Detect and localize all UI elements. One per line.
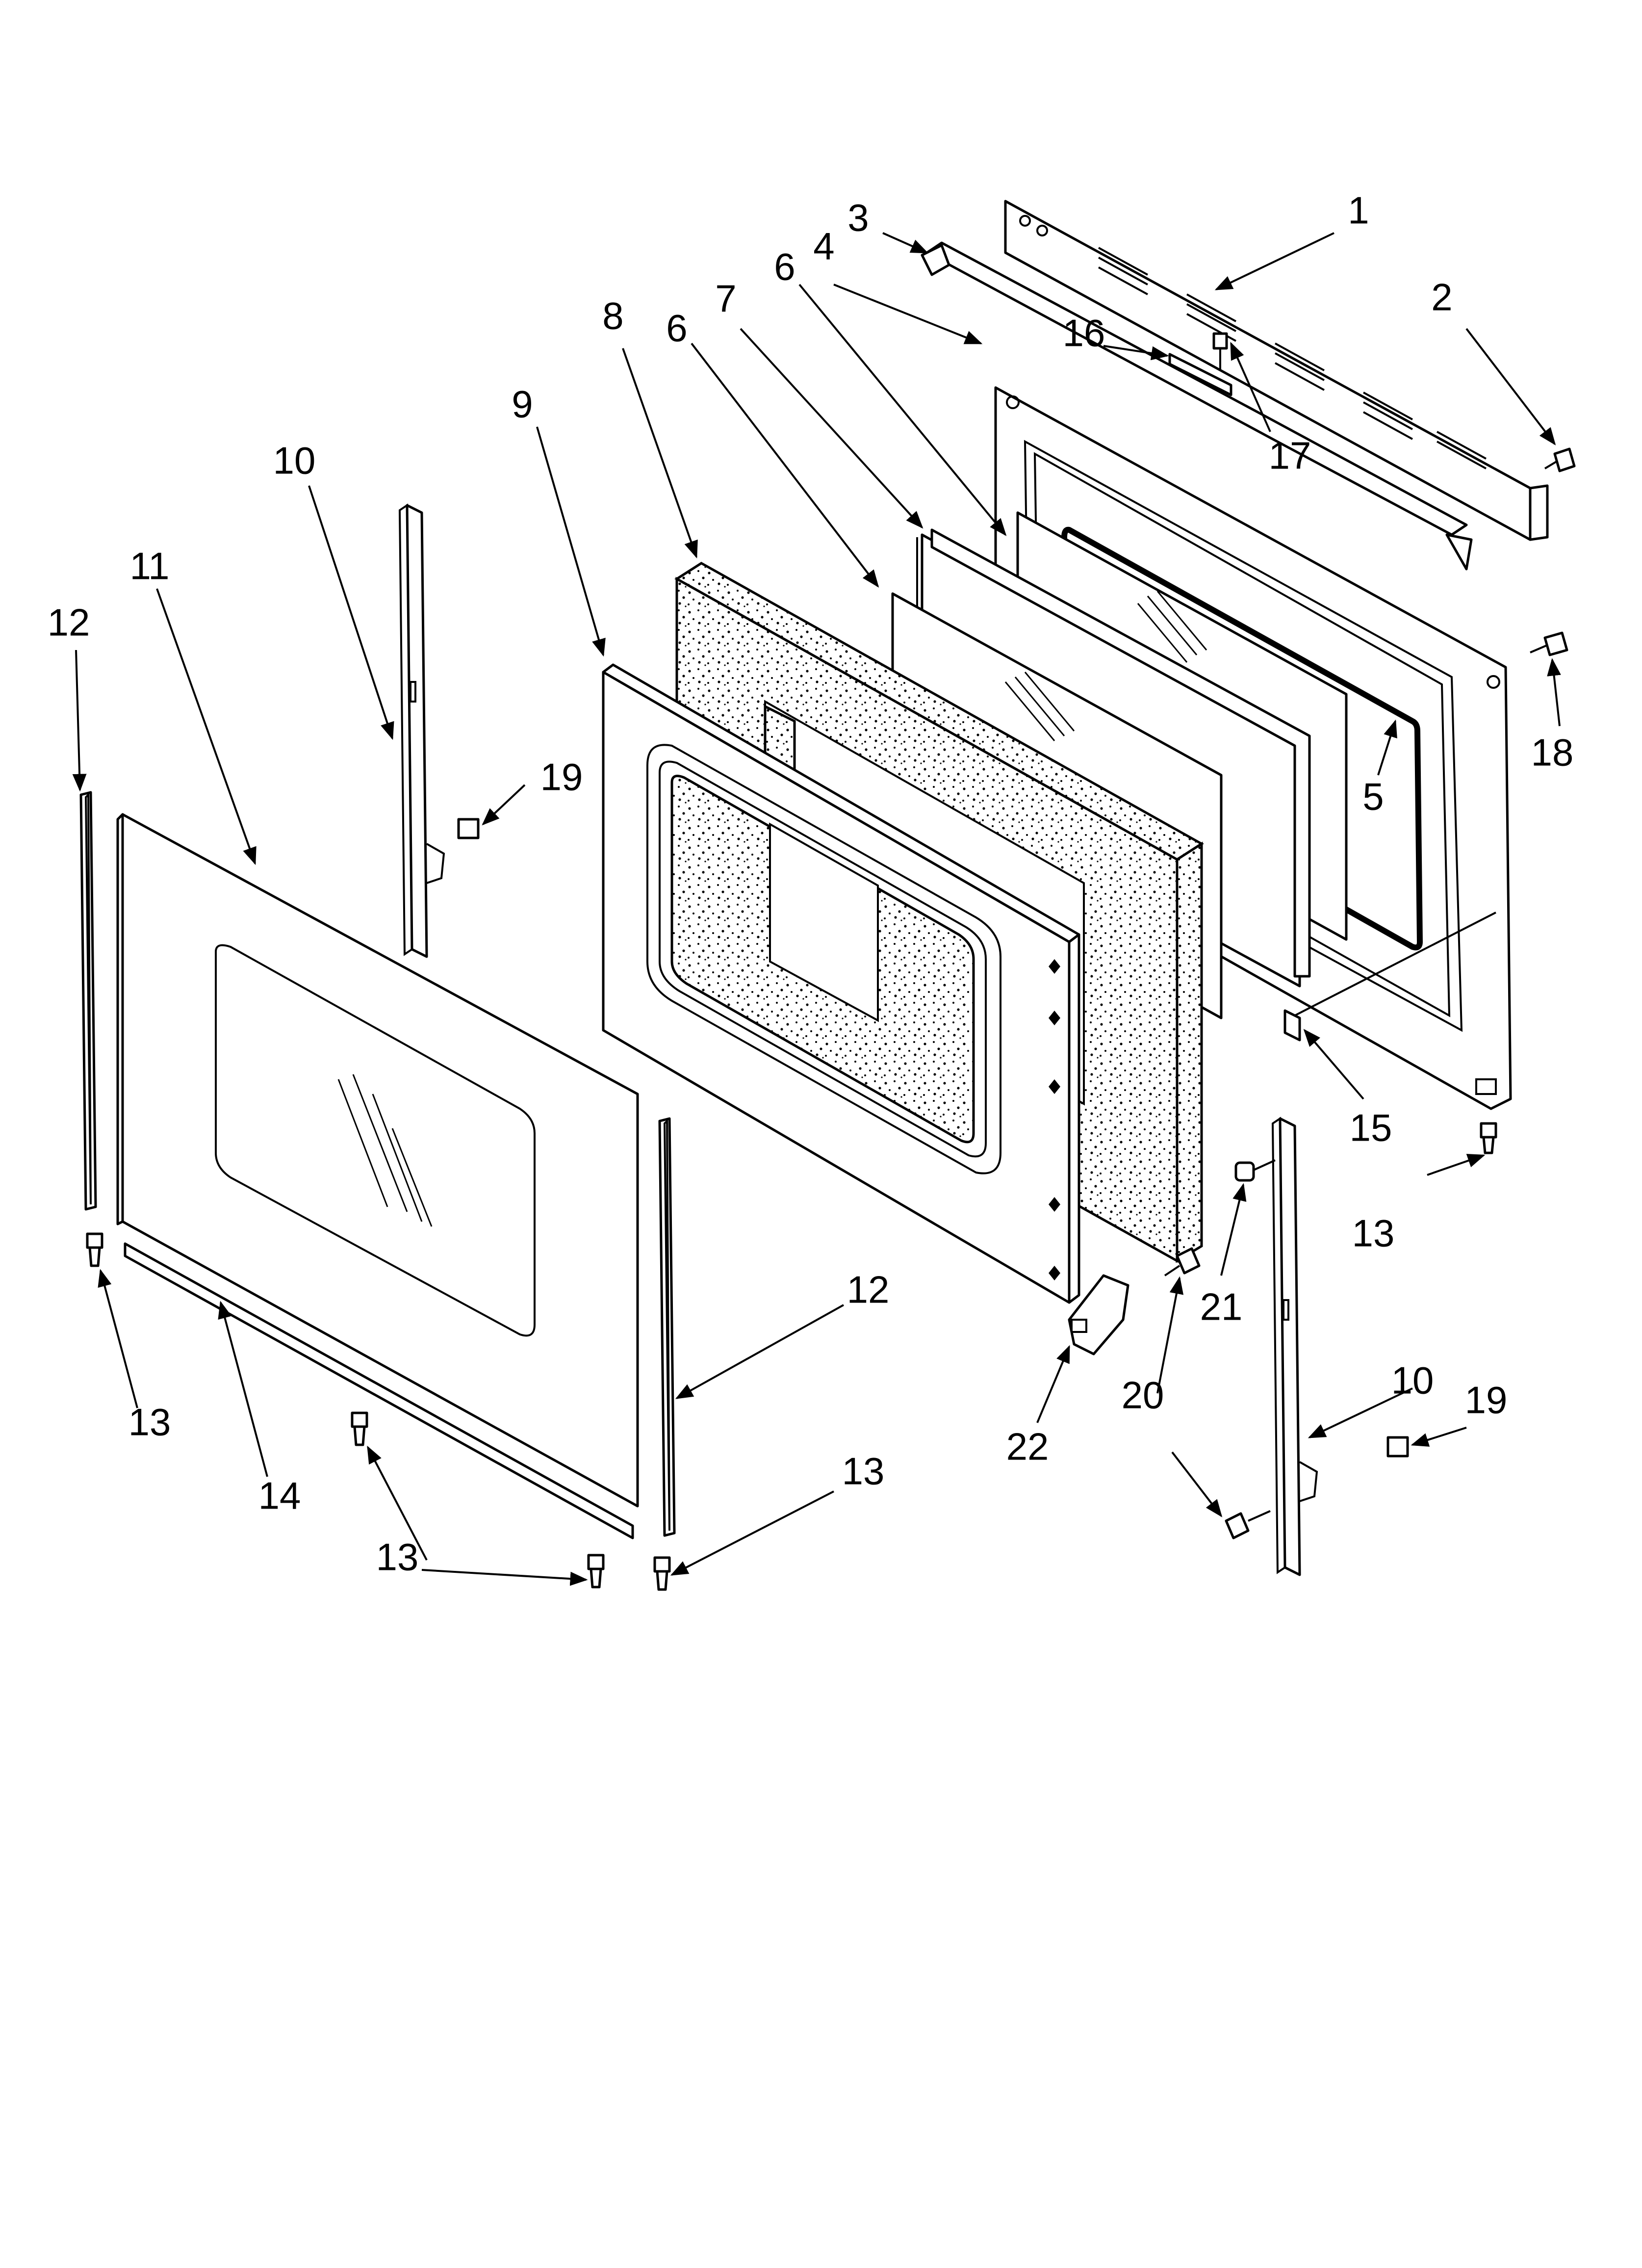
label-part-12-left: 12 (48, 601, 90, 644)
screw-part-19-left (457, 818, 480, 839)
label-part-1: 1 (1348, 189, 1369, 232)
screw-part-19-right (1386, 1436, 1409, 1458)
label-part-6-lower: 6 (666, 307, 687, 350)
door-hinge-left-part (398, 503, 445, 958)
label-part-17: 17 (1269, 434, 1311, 477)
bracket-screw-part (1212, 332, 1228, 370)
screw-part-13-left (86, 1232, 103, 1267)
label-part-10-right: 10 (1391, 1359, 1434, 1402)
label-part-11: 11 (130, 545, 170, 588)
label-part-18: 18 (1531, 731, 1574, 774)
glass-clip-part (1283, 912, 1496, 1042)
label-part-8: 8 (602, 294, 623, 338)
screw-part-13-bottom (351, 1411, 368, 1446)
label-part-19-right: 19 (1465, 1379, 1508, 1422)
label-part-5: 5 (1362, 775, 1384, 818)
part-number-labels: 1 2 3 4 5 6 6 7 8 9 10 10 11 12 12 13 13… (48, 189, 1574, 1579)
label-part-13-lower-right: 13 (842, 1450, 885, 1493)
label-part-2: 2 (1431, 276, 1452, 319)
screw-part-13-lower-right (653, 1556, 671, 1591)
screw-part-20-lower (1225, 1510, 1271, 1539)
screw-part-13-lower-mid (587, 1554, 605, 1589)
door-gasket-part (1061, 526, 1423, 951)
label-part-21: 21 (1200, 1285, 1243, 1329)
door-hinge-right-part (1271, 1117, 1318, 1576)
label-part-13-right: 13 (1352, 1212, 1395, 1255)
label-part-15: 15 (1350, 1106, 1392, 1149)
label-part-13-left: 13 (128, 1401, 171, 1444)
label-part-22: 22 (1006, 1425, 1049, 1468)
door-liner-part (602, 663, 1080, 1304)
label-part-14: 14 (258, 1474, 301, 1517)
label-part-20: 20 (1122, 1374, 1164, 1417)
label-part-9: 9 (512, 383, 533, 426)
label-part-6-upper: 6 (774, 245, 795, 288)
door-handle-part (921, 241, 1473, 571)
label-part-19-left: 19 (540, 756, 583, 799)
label-part-4: 4 (813, 225, 834, 268)
screw-part-21 (1234, 1159, 1276, 1182)
vent-panel-part (1004, 200, 1549, 541)
screw-part-20-upper (1164, 1247, 1201, 1277)
bottom-trim-part (124, 1242, 634, 1539)
label-part-10-left: 10 (273, 439, 316, 482)
screw-part-2 (1544, 447, 1576, 472)
screw-part-18 (1530, 631, 1568, 656)
label-part-12-right: 12 (847, 1268, 890, 1311)
label-part-7: 7 (715, 277, 736, 320)
side-trim-left-part (79, 791, 97, 1211)
hinge-bracket-part (1068, 1274, 1129, 1356)
side-trim-right-part (658, 1117, 676, 1537)
handle-bracket-part (1168, 353, 1232, 396)
label-part-16: 16 (1063, 312, 1105, 355)
leader-lines (72, 232, 1561, 1586)
label-part-3: 3 (847, 196, 869, 239)
label-part-13-bottom: 13 (376, 1536, 419, 1579)
screw-part-13-right (1480, 1122, 1497, 1154)
outer-door-glass-part (116, 813, 639, 1508)
